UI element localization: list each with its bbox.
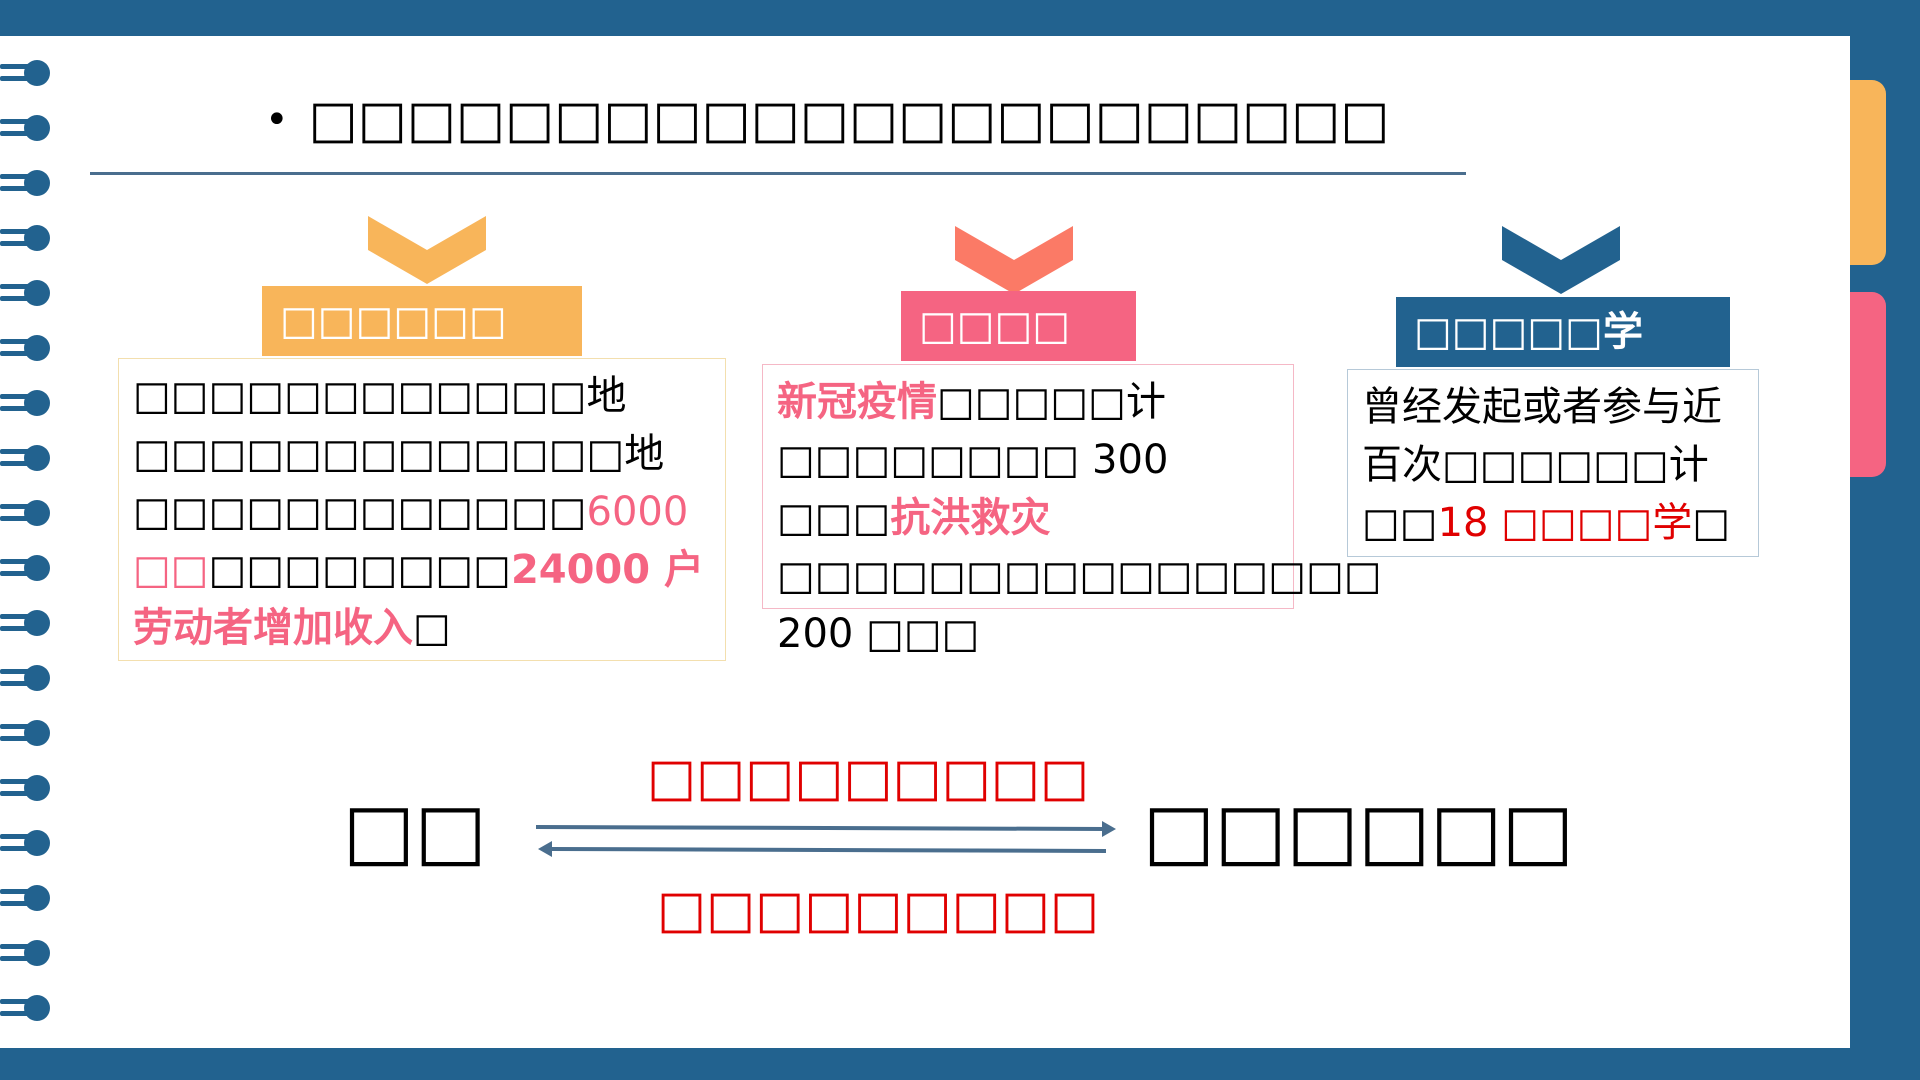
card2-highlight-1: 新冠疫情 [777, 379, 937, 425]
binding-ring [0, 553, 54, 583]
relation-top-label: □□□□□□□□□ [647, 748, 1090, 808]
spiral-binding [0, 58, 60, 1021]
bottom-frame-band [0, 1048, 1920, 1080]
binding-ring [0, 883, 54, 913]
binding-ring [0, 333, 54, 363]
relation-bottom-label: □□□□□□□□□ [657, 880, 1100, 940]
card1-text-3: □ [413, 605, 451, 651]
binding-ring [0, 278, 54, 308]
card-header-3: □□□□□学 [1396, 297, 1730, 367]
arrow-left-line [551, 847, 1107, 853]
title-bullet: • [265, 97, 289, 143]
chevron-down-icon-coral [955, 226, 1073, 294]
card1-text-2: □□□□□□□□ [208, 547, 511, 593]
card-header-1: □□□□□□ [262, 286, 582, 356]
title-divider [90, 172, 1466, 175]
card1-text-1: □□□□□□□□□□□□地□□□□□□□□□□□□□地□□□□□□□□□□□□ [133, 373, 665, 535]
card-header-2: □□□□ [901, 291, 1136, 361]
title-row: • □□□□□□□□□□□□□□□□□□□□□□ [265, 90, 1389, 150]
page-title: □□□□□□□□□□□□□□□□□□□□□□ [308, 90, 1390, 150]
chevron-down-icon-orange [368, 216, 486, 284]
card1-highlight-1: 6000 □□ [133, 489, 689, 593]
binding-ring [0, 938, 54, 968]
card2-highlight-2: 抗洪救灾 [890, 495, 1051, 541]
side-tab-orange [1850, 80, 1886, 265]
relation-right-term: □□□□□□ [1143, 786, 1574, 875]
arrow-right-line [535, 825, 1107, 831]
binding-ring [0, 388, 54, 418]
binding-ring [0, 773, 54, 803]
card3-text-1: 曾经发起或者参与近百次□□□□□□计□□ [1362, 384, 1722, 546]
card3-highlight-1: 18 □□□□学 [1437, 500, 1693, 546]
binding-ring [0, 663, 54, 693]
card3-text-2: □ [1692, 500, 1731, 546]
binding-ring [0, 498, 54, 528]
card1-highlight-2: 24000 户劳动者增加收入 [133, 547, 705, 651]
binding-ring [0, 168, 54, 198]
chevron-down-icon-blue [1502, 226, 1620, 294]
binding-ring [0, 443, 54, 473]
side-tab-pink [1850, 292, 1886, 477]
card2-text-1: □□□□□计□□□□□□□□ 300 □□□ [777, 379, 1169, 541]
arrow-right-head [1102, 821, 1116, 837]
binding-ring [0, 223, 54, 253]
arrow-left-head [538, 841, 552, 857]
card-body-3: 曾经发起或者参与近百次□□□□□□计□□18 □□□□学□ [1347, 369, 1759, 557]
binding-ring [0, 608, 54, 638]
bidirectional-arrows [535, 821, 1116, 857]
binding-ring [0, 828, 54, 858]
card-body-2: 新冠疫情□□□□□计□□□□□□□□ 300 □□□抗洪救灾 □□□□□□□□□□… [762, 364, 1382, 657]
binding-ring [0, 993, 54, 1023]
binding-ring [0, 113, 54, 143]
binding-ring [0, 718, 54, 748]
binding-ring [0, 58, 54, 88]
card-body-1: □□□□□□□□□□□□地□□□□□□□□□□□□□地□□□□□□□□□□□□6… [118, 358, 726, 661]
card2-text-2: □□□□□□□□□□□□□□□□ 200 □□□ [777, 553, 1382, 657]
relation-left-term: □□ [343, 786, 487, 875]
